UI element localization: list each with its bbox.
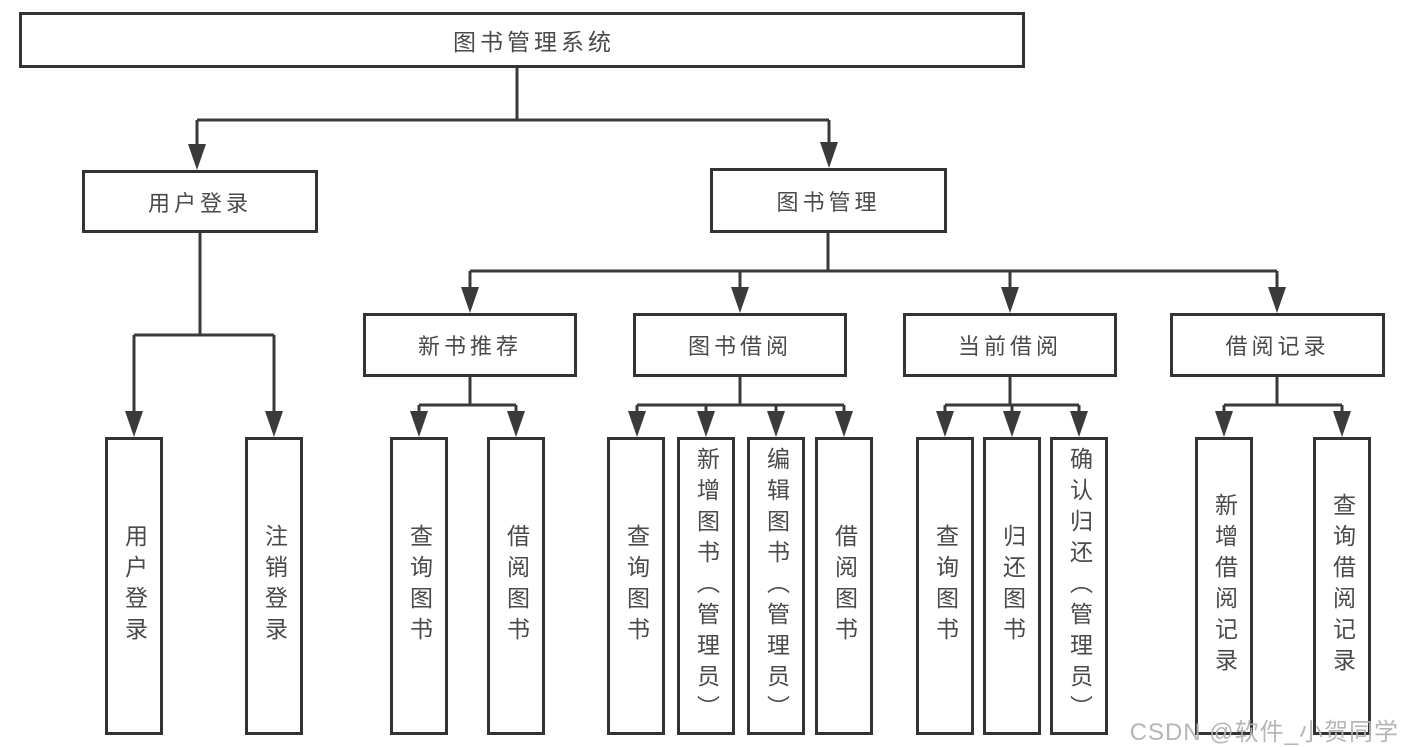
leaf-return-books: 归还图书 [983, 437, 1041, 735]
leaf-user-login: 用户登录 [105, 437, 163, 735]
node-root: 图书管理系统 [19, 12, 1025, 68]
watermark: CSDN @软件_小贺同学 [1129, 719, 1399, 746]
leaf-add-borrow-record: 新增借阅记录 [1195, 437, 1253, 735]
leaf-add-books-admin: 新增图书（管理员） [677, 437, 735, 735]
node-book-management-label: 图书管理 [776, 189, 881, 215]
leaf-edit-books-admin-label: 编辑图书（管理员） [763, 446, 790, 726]
node-user-login: 用户登录 [82, 170, 318, 233]
connector-arrowheads [125, 142, 1351, 437]
leaf-edit-books-admin: 编辑图书（管理员） [747, 437, 805, 735]
leaf-borrow-books-borrowing-label: 借阅图书 [831, 524, 858, 648]
leaf-confirm-return-admin-label: 确认归还（管理员） [1066, 446, 1093, 726]
leaf-logout-label: 注销登录 [261, 524, 288, 648]
leaf-query-books-borrowing: 查询图书 [607, 437, 665, 735]
node-root-label: 图书管理系统 [453, 29, 615, 55]
node-book-borrowing: 图书借阅 [633, 313, 847, 377]
leaf-user-login-label: 用户登录 [121, 524, 148, 648]
leaf-query-borrow-record: 查询借阅记录 [1313, 437, 1371, 735]
node-book-management: 图书管理 [710, 168, 947, 233]
leaf-return-books-label: 归还图书 [999, 524, 1026, 648]
leaf-query-books-borrowing-label: 查询图书 [623, 524, 650, 648]
leaf-query-books-recommend-label: 查询图书 [406, 524, 433, 648]
leaf-query-books-recommend: 查询图书 [390, 437, 448, 735]
leaf-borrow-books-recommend-label: 借阅图书 [503, 524, 530, 648]
node-borrowing-records-label: 借阅记录 [1225, 334, 1330, 359]
node-borrowing-records: 借阅记录 [1170, 313, 1385, 377]
leaf-query-borrow-record-label: 查询借阅记录 [1329, 493, 1356, 679]
node-new-book-recommend: 新书推荐 [363, 313, 577, 377]
node-current-borrowing: 当前借阅 [903, 313, 1117, 377]
leaf-add-borrow-record-label: 新增借阅记录 [1211, 493, 1238, 679]
leaf-borrow-books-recommend: 借阅图书 [487, 437, 545, 735]
leaf-logout: 注销登录 [245, 437, 303, 735]
leaf-query-books-current: 查询图书 [916, 437, 974, 735]
leaf-add-books-admin-label: 新增图书（管理员） [693, 446, 720, 726]
leaf-query-books-current-label: 查询图书 [932, 524, 959, 648]
node-book-borrowing-label: 图书借阅 [687, 334, 792, 359]
connector-lines [132, 68, 1344, 415]
node-new-book-recommend-label: 新书推荐 [417, 334, 522, 359]
leaf-confirm-return-admin: 确认归还（管理员） [1050, 437, 1108, 735]
leaf-borrow-books-borrowing: 借阅图书 [815, 437, 873, 735]
node-current-borrowing-label: 当前借阅 [957, 334, 1062, 359]
node-user-login-label: 用户登录 [147, 190, 252, 216]
